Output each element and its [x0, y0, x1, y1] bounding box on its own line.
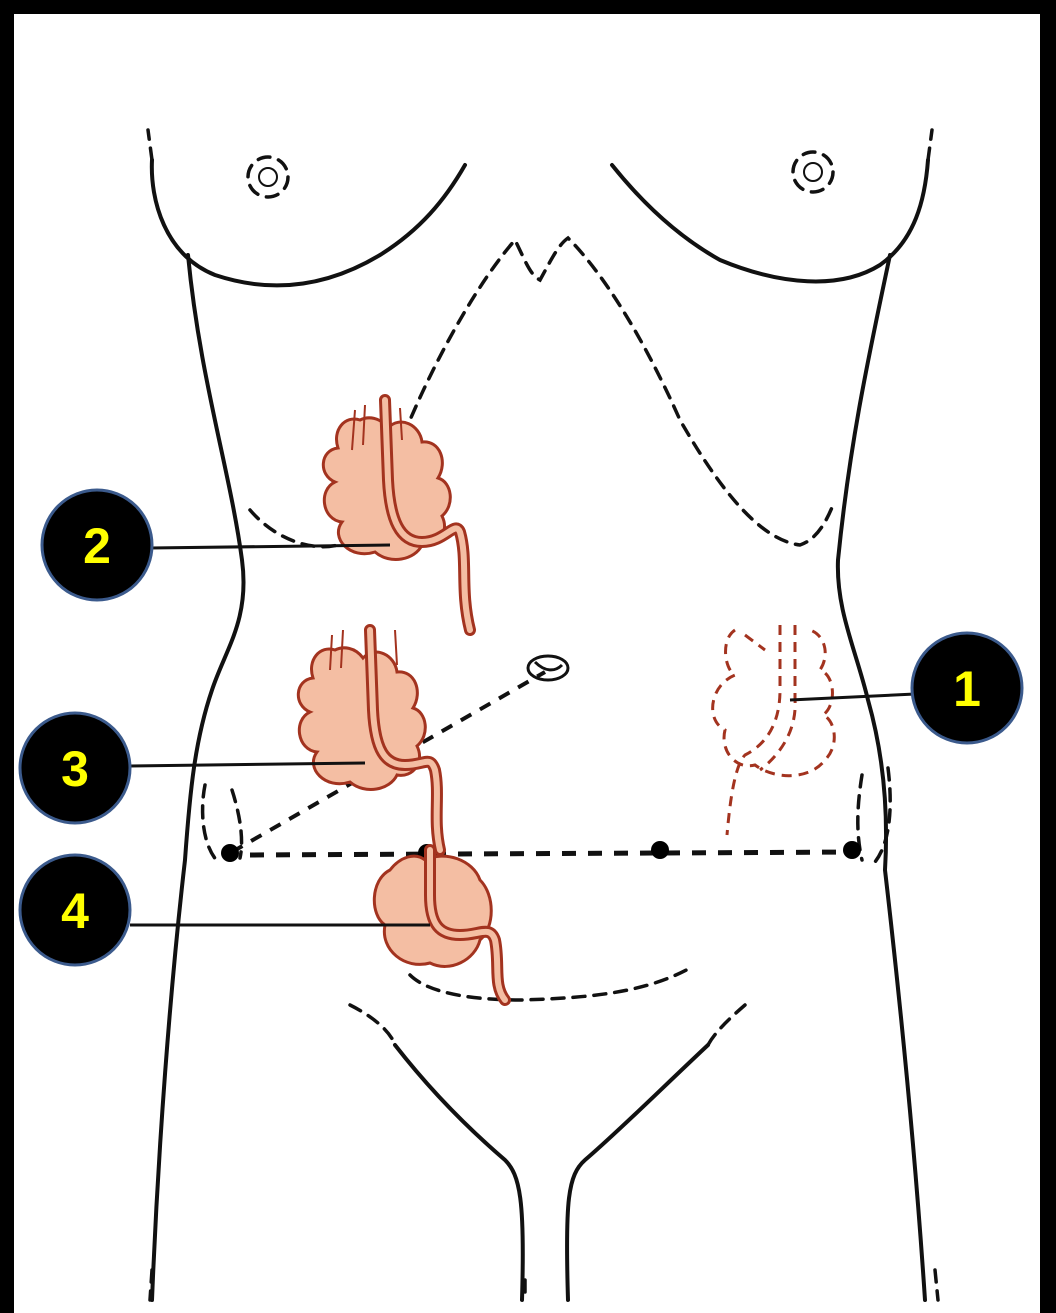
marker-2-label: 2 — [83, 518, 111, 574]
marker-2: 2 — [42, 490, 152, 600]
leader-line-1 — [790, 694, 915, 700]
umbilicus-icon — [528, 656, 568, 680]
marker-1: 1 — [912, 633, 1022, 743]
marker-3-label: 3 — [61, 741, 89, 797]
marker-4-label: 4 — [61, 883, 89, 939]
left-sided-cecum-dashed — [713, 625, 835, 835]
leader-lines — [130, 545, 915, 925]
dashed-contours — [148, 130, 938, 1300]
subhepatic-cecum — [323, 400, 470, 630]
interspinous-line — [250, 852, 860, 855]
normal-position-cecum — [298, 630, 440, 850]
marker-1-label: 1 — [953, 661, 981, 717]
body-outline — [152, 160, 928, 1300]
marker-3: 3 — [20, 713, 130, 823]
marker-4: 4 — [20, 855, 130, 965]
